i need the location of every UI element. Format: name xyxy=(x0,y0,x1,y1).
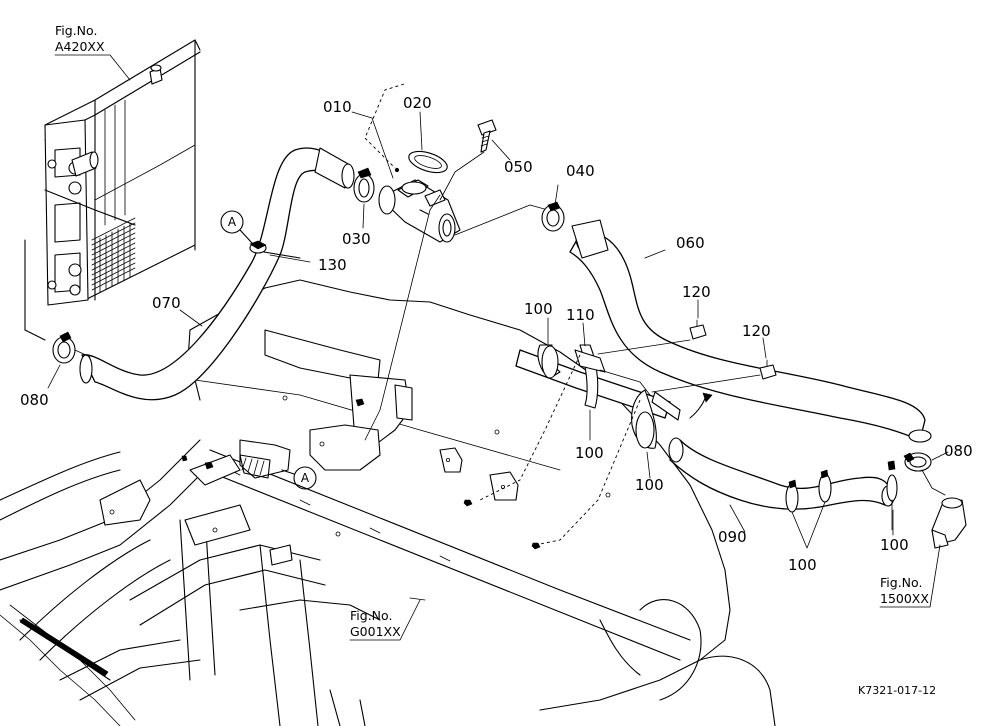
part-label-010: 010 xyxy=(323,98,352,116)
part-label-100-pair: 100 xyxy=(788,556,817,574)
gasket-020 xyxy=(408,150,448,174)
part-label-100-lower: 100 xyxy=(635,476,664,494)
hose-clamp-040 xyxy=(541,201,565,232)
fig-ref-label: Fig.No. xyxy=(55,23,97,38)
part-label-090: 090 xyxy=(718,528,747,546)
hose-clamp-080-right xyxy=(903,452,932,472)
part-label-100-top: 100 xyxy=(524,300,553,318)
hose-070 xyxy=(79,147,355,401)
part-label-080-right: 080 xyxy=(944,442,973,460)
part-label-110: 110 xyxy=(566,306,595,324)
fig-ref-1500xx: Fig.No. 1500XX xyxy=(879,544,941,608)
part-label-120-second: 120 xyxy=(742,322,771,340)
hose-clamp-030 xyxy=(353,167,375,203)
part-label-060: 060 xyxy=(676,234,705,252)
bolts-120 xyxy=(689,319,777,380)
part-label-130: 130 xyxy=(318,256,347,274)
hose-clamps-100-lower xyxy=(785,460,898,531)
water-pipe-010 xyxy=(378,179,461,243)
fig-ref-label: Fig.No. xyxy=(350,608,392,623)
connection-mark-label: A xyxy=(301,471,310,485)
fig-ref-number: G001XX xyxy=(350,624,401,639)
part-label-120-top: 120 xyxy=(682,283,711,301)
part-label-040: 040 xyxy=(566,162,595,180)
clip-130 xyxy=(249,240,301,259)
connection-mark-a-lower: A xyxy=(281,466,317,490)
part-labels: 010 020 030 040 050 060 070 080 080 090 … xyxy=(20,94,973,574)
drawing-code: K7321-017-12 xyxy=(858,684,936,697)
hose-060 xyxy=(569,219,932,443)
guide-lines-top xyxy=(364,83,549,441)
part-label-100-middle: 100 xyxy=(575,444,604,462)
guide-lines-lower xyxy=(479,354,641,546)
fig-ref-number: 1500XX xyxy=(880,591,929,606)
fig-ref-a420xx: Fig.No. A420XX xyxy=(54,23,131,81)
connection-mark-a-upper: A xyxy=(220,210,253,244)
fig-ref-g001xx: Fig.No. G001XX xyxy=(349,597,426,641)
bypass-hose-assembly xyxy=(515,339,761,449)
radiator-assembly xyxy=(24,39,201,341)
part-label-020: 020 xyxy=(403,94,432,112)
part-label-100-right: 100 xyxy=(880,536,909,554)
fig-ref-label: Fig.No. xyxy=(880,575,922,590)
fig-ref-number: A420XX xyxy=(55,39,105,54)
part-label-080-left: 080 xyxy=(20,391,49,409)
hose-090 xyxy=(668,437,895,510)
part-label-070: 070 xyxy=(152,294,181,312)
connection-mark-label: A xyxy=(228,215,237,229)
hose-clamp-080-left xyxy=(52,331,91,364)
part-label-030: 030 xyxy=(342,230,371,248)
bolt-050 xyxy=(439,119,497,201)
elbow-pipe xyxy=(921,469,967,549)
part-label-050: 050 xyxy=(504,158,533,176)
callout-leaders xyxy=(47,111,949,549)
